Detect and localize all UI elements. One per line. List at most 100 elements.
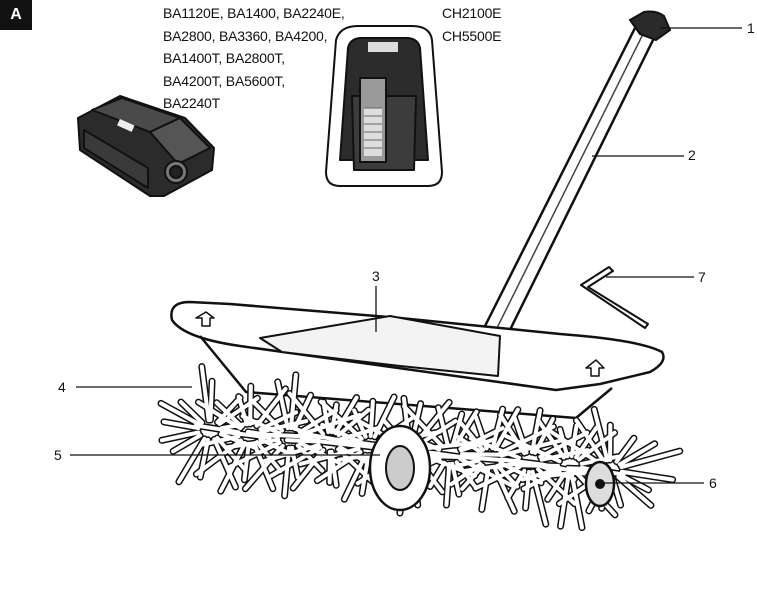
bristle [245,429,281,439]
bristle [269,445,323,478]
bristle [251,400,285,433]
handle-illustration [479,10,672,342]
figure-letter-badge: A [0,0,32,30]
bristle [178,400,204,425]
bristle [214,400,244,429]
bristle [288,372,298,431]
bristle [360,453,371,496]
bristle [215,435,248,473]
bristle [530,469,548,527]
bristle [495,463,520,489]
charger-model-list: CH2100E CH5500E [442,2,502,47]
bristle [333,395,359,436]
bristle [444,461,452,508]
battery-model-line: BA1400T, BA2800T, [163,50,285,66]
bristle [176,436,207,484]
bristle [616,475,653,508]
callout-label: 2 [688,147,696,163]
bristle [243,443,285,491]
bristle [414,400,452,444]
callout-label: 5 [54,447,62,463]
bristle [212,437,238,490]
bristle [473,464,522,491]
bristle [199,434,241,447]
bristle [459,452,506,457]
bristle [298,446,361,466]
bristle [199,364,211,423]
callout-label: 4 [58,379,66,395]
charger-model-line: CH5500E [442,27,502,44]
bristle [240,414,282,436]
charger-illustration [325,25,443,187]
bristle [463,461,521,473]
bristle [458,420,485,452]
bristle [428,460,447,489]
bristle [467,455,521,464]
bristle [592,407,610,463]
bristle [548,429,603,466]
bristle [319,399,364,441]
bristle [492,465,517,514]
hex-key-illustration [580,266,649,329]
bristle [320,422,362,444]
bristle [299,412,362,437]
bristle [505,468,527,500]
bristle [493,407,520,452]
callout-label: 1 [747,20,755,36]
bristle [569,423,579,459]
bristle [193,423,241,435]
bristle [450,412,464,447]
bristle [533,417,555,455]
bristle [336,407,371,438]
bristle [368,399,375,439]
bristle [196,400,243,431]
callout-label: 7 [698,269,706,285]
bristle [402,404,445,449]
bristle [446,458,481,471]
battery-model-list: BA1120E, BA1400, BA2240E, BA2800, BA3360… [163,2,345,115]
bristle [297,408,339,435]
bristle [617,441,657,467]
bristle [569,473,584,530]
callout-label: 3 [372,268,380,284]
bristle [208,379,215,423]
battery-model-line: BA4200T, BA5600T, [163,72,285,89]
bristle [614,436,636,464]
bristle [254,440,283,474]
bristle [161,419,201,430]
bristle [417,419,458,447]
charger-model-line: CH2100E [442,5,502,21]
bristle [545,472,566,502]
callout-label: 6 [709,475,717,491]
battery-model-line: BA2800, BA3360, BA4200, [163,27,328,44]
bristle [285,438,321,444]
bristle [262,443,321,464]
bristle [479,465,491,512]
bristle [171,433,203,454]
battery-pack-illustration [77,95,215,197]
bristle [619,469,675,482]
brush-housing-illustration [170,300,665,420]
bristle [536,418,566,460]
bristle [275,379,290,431]
bristle [514,463,561,468]
bristle [453,433,483,454]
callout-leader-lines [70,27,742,484]
bristle [225,437,281,450]
bristle [558,427,570,459]
bristle [158,401,202,427]
bristle [291,448,326,491]
bristle [529,408,543,455]
brush-roller-illustration [157,363,684,532]
bristle [502,433,562,464]
bristle [498,413,527,456]
bristle [436,405,450,447]
bristle [342,453,368,502]
bristle [287,391,325,436]
bristle [468,436,522,460]
battery-model-line: BA1120E, BA1400, BA2240E, [163,5,345,21]
bristle [159,430,201,443]
bristle [574,418,606,464]
bristle [242,441,251,482]
